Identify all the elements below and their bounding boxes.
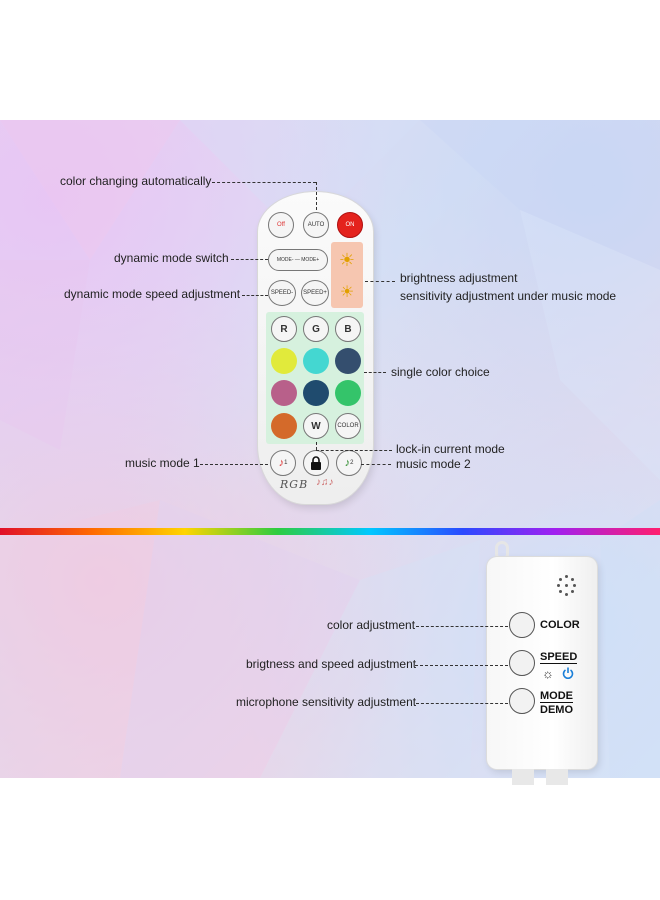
white-button[interactable]: W [303, 413, 329, 439]
music-1-label: 1 [284, 460, 288, 466]
music-notes-decoration-icon: ♪♫♪ [316, 477, 334, 488]
label-music-mode-1: music mode 1 [125, 456, 200, 470]
brightness-down-sun-icon[interactable]: ☀ [339, 284, 355, 301]
leader-line [242, 295, 268, 296]
green-button[interactable]: G [303, 316, 329, 342]
music-mode-1-button[interactable]: ♪1 [270, 450, 296, 476]
on-button[interactable]: ON [337, 212, 363, 238]
music-mode-2-button[interactable]: ♪2 [336, 450, 362, 476]
power-icon [562, 667, 574, 679]
label-microphone-sensitivity-adjustment: microphone sensitivity adjustment [236, 695, 417, 709]
brightness-up-sun-icon[interactable]: ☀ [338, 249, 356, 270]
leader-line [231, 259, 268, 260]
color-button-yellow[interactable] [271, 348, 297, 374]
demo-label: DEMO [540, 704, 573, 716]
label-brightness-adjustment: brightness adjustment [400, 271, 518, 285]
color-button-cyan[interactable] [303, 348, 329, 374]
leader-line [361, 464, 391, 465]
leader-line [365, 281, 395, 282]
color-button[interactable]: COLOR [335, 413, 361, 439]
color-button-navy[interactable] [335, 348, 361, 374]
leader-line [416, 703, 508, 704]
label-lock-in-current-mode: lock-in current mode [396, 442, 505, 456]
speed-label: SPEED [540, 651, 578, 664]
color-button-orange[interactable] [271, 413, 297, 439]
mode-label: MODE [540, 690, 573, 703]
color-button-pink[interactable] [271, 380, 297, 406]
music-note-icon: ♪ [278, 457, 285, 469]
mode-demo-button[interactable] [509, 688, 535, 714]
lock-icon [311, 456, 321, 470]
mode-switch-pill: MODE- — MODE+ [268, 249, 328, 271]
label-sensitivity-adjustment: sensitivity adjustment under music mode [400, 289, 617, 303]
polygon-background-pattern [0, 120, 660, 778]
mode-minus-button[interactable]: MODE- [276, 257, 294, 263]
blue-button[interactable]: B [335, 316, 361, 342]
leader-line [316, 182, 317, 210]
color-label: COLOR [540, 619, 580, 631]
speed-plus-button[interactable]: SPEED+ [301, 280, 329, 306]
inline-controller: COLOR SPEED ☼ MODE DEMO [487, 557, 597, 769]
music-note-icon: ♪ [344, 457, 351, 469]
leader-line [416, 626, 508, 627]
red-button[interactable]: R [271, 316, 297, 342]
label-color-changing-automatically: color changing automatically [60, 174, 212, 188]
label-music-mode-2: music mode 2 [396, 457, 471, 471]
leader-line [316, 442, 317, 450]
music-2-label: 2 [350, 460, 354, 466]
sun-icon: ☼ [542, 666, 554, 681]
label-color-adjustment: color adjustment [327, 618, 416, 632]
controller-cable-left [512, 769, 534, 785]
mode-separator: — [293, 257, 302, 263]
leader-line [364, 372, 386, 373]
off-button[interactable]: Off [268, 212, 294, 238]
label-single-color-choice: single color choice [391, 365, 490, 379]
speed-brightness-button[interactable] [509, 650, 535, 676]
label-brightness-speed-adjustment: brigtness and speed adjustment [246, 657, 417, 671]
controller-cable-right [546, 769, 568, 785]
color-adjust-button[interactable] [509, 612, 535, 638]
microphone-icon [557, 575, 577, 596]
brightness-zone [331, 242, 363, 308]
lock-button[interactable] [303, 450, 329, 476]
color-button-green[interactable] [335, 380, 361, 406]
label-dynamic-mode-switch: dynamic mode switch [114, 251, 229, 265]
leader-line [200, 464, 268, 465]
leader-line [316, 450, 392, 451]
remote-control: Off AUTO ON MODE- — MODE+ ☀ SPEED- SPEED… [258, 192, 373, 504]
brand-logo: RGB [280, 478, 309, 491]
label-dynamic-mode-speed-adjustment: dynamic mode speed adjustment [64, 287, 241, 301]
auto-button[interactable]: AUTO [303, 212, 329, 238]
mode-plus-button[interactable]: MODE+ [301, 257, 320, 263]
rainbow-divider [0, 528, 660, 535]
color-button-dark-blue[interactable] [303, 380, 329, 406]
leader-line [415, 665, 508, 666]
leader-line [212, 182, 316, 183]
speed-minus-button[interactable]: SPEED- [268, 280, 296, 306]
